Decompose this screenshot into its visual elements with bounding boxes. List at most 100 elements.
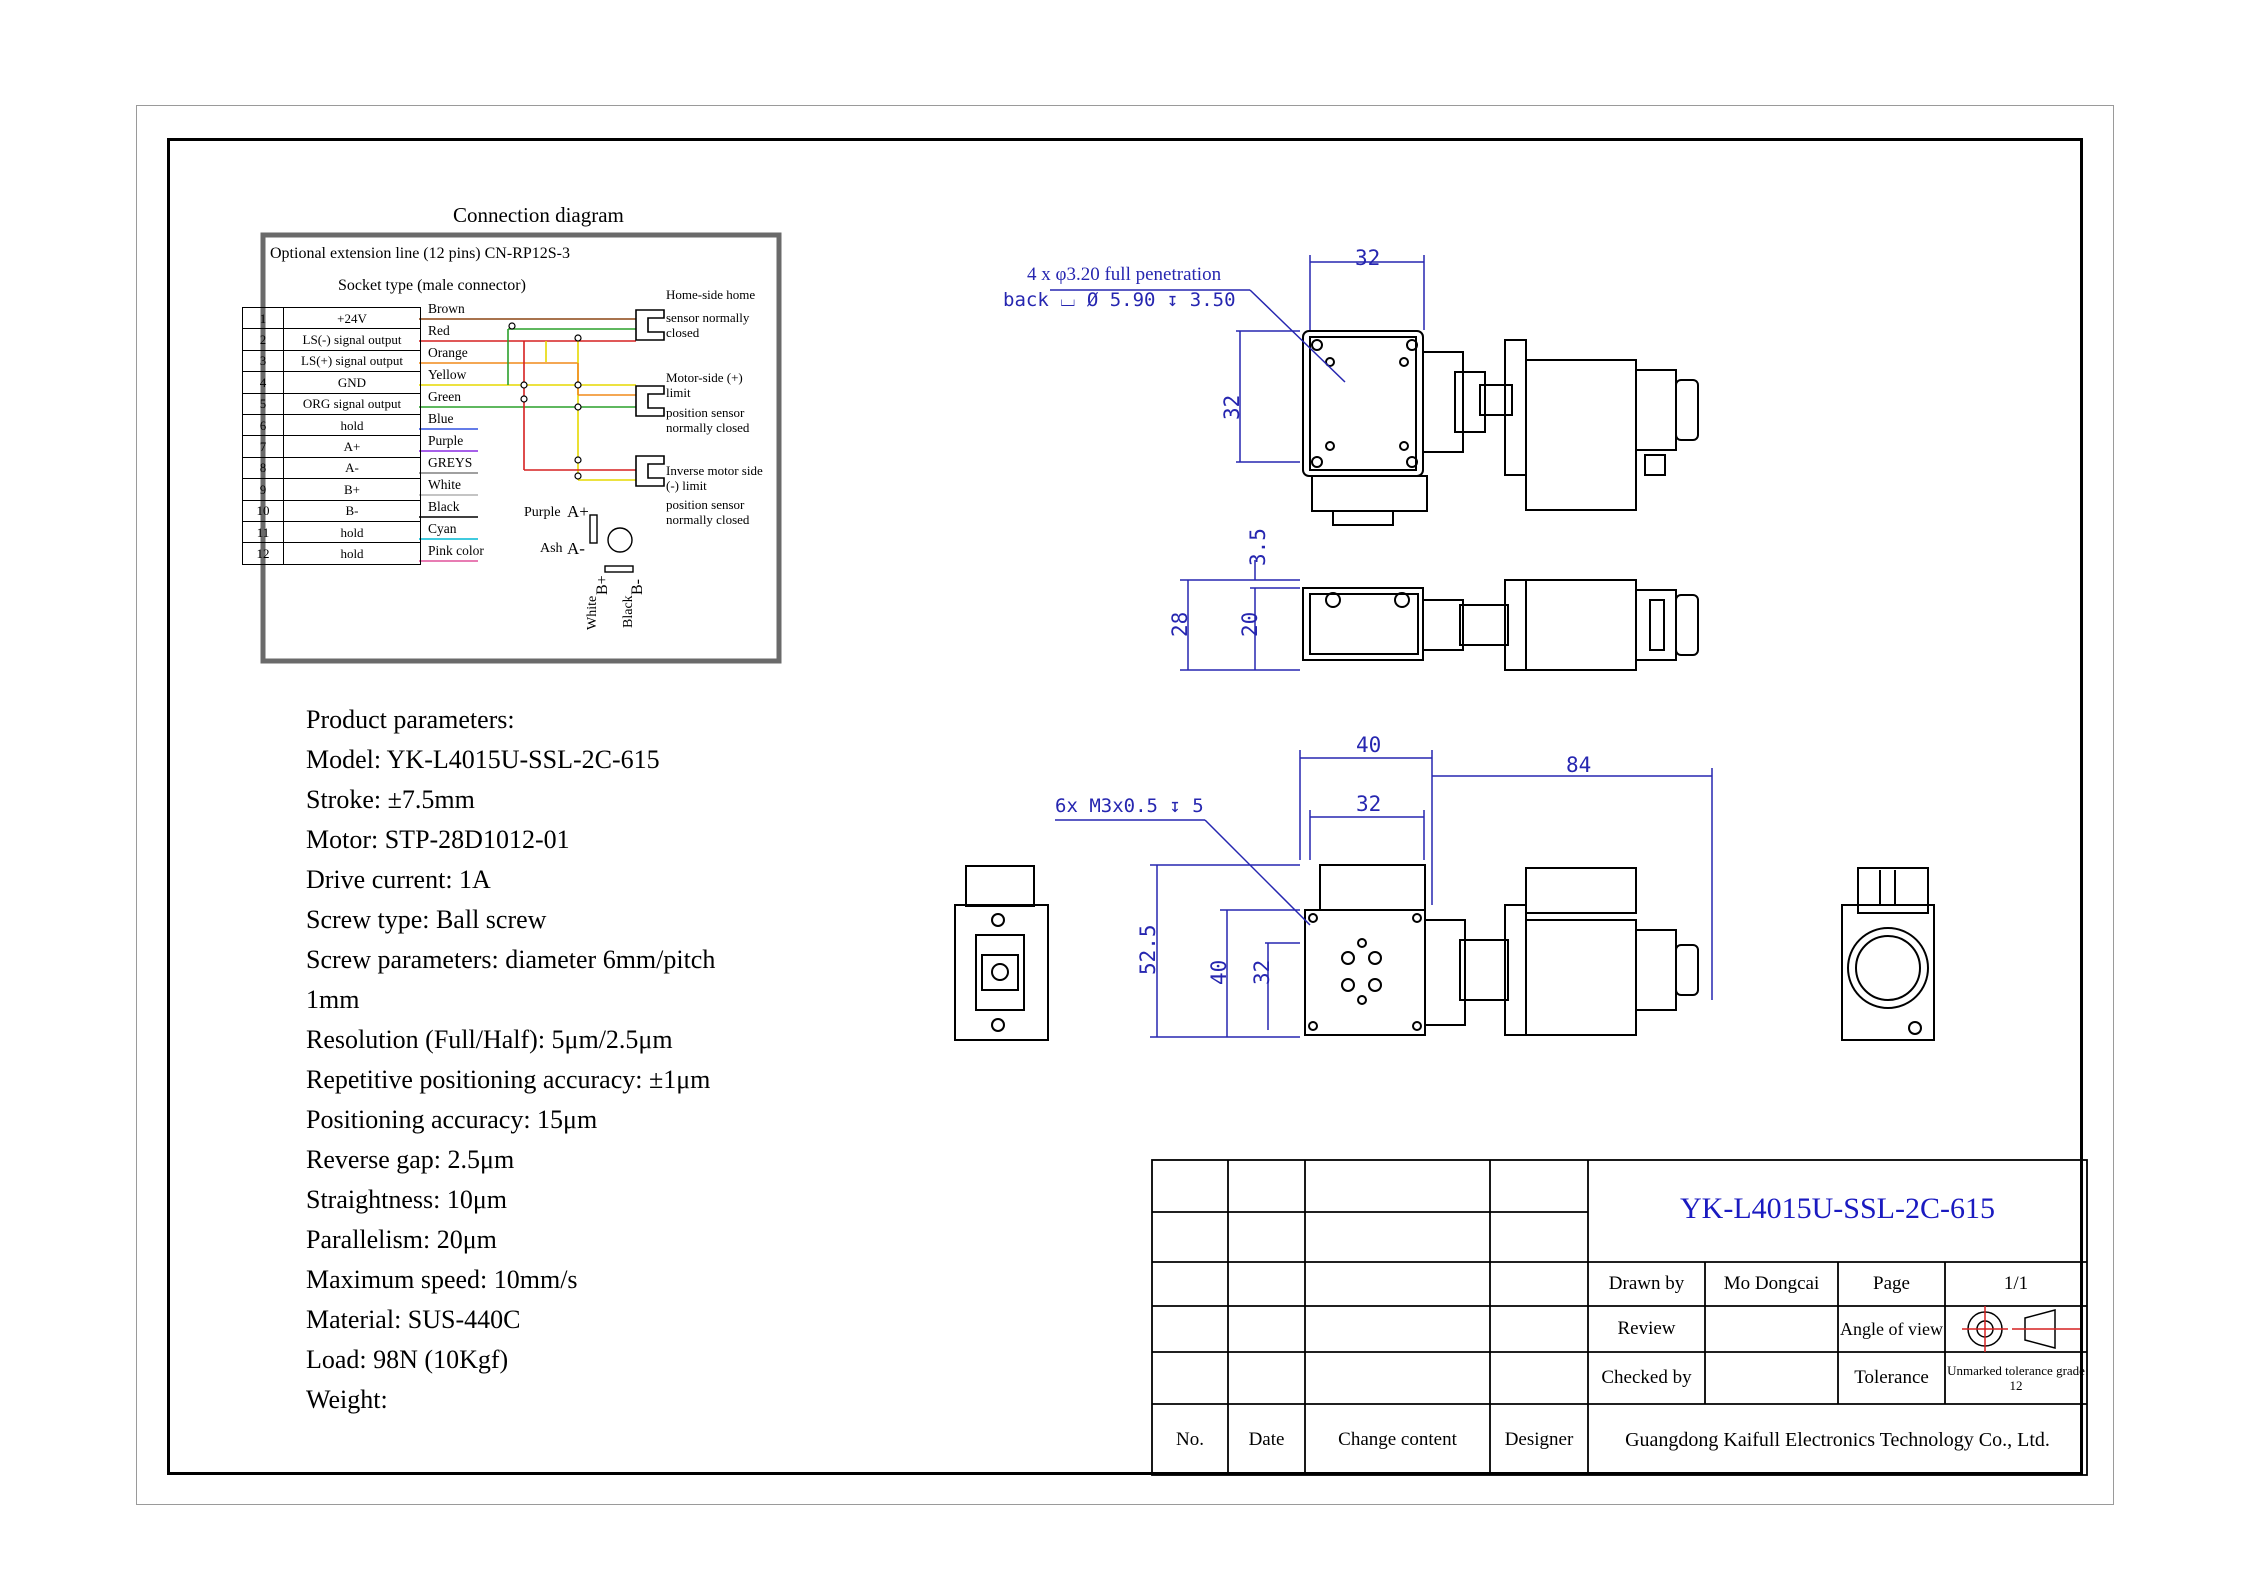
- pin-number: 12: [242, 542, 284, 565]
- pin-function: hold: [283, 413, 421, 437]
- purple-label: Purple: [524, 505, 561, 520]
- black-label: Black: [621, 595, 636, 628]
- pin-number: 8: [242, 456, 284, 480]
- wire-label: Blue: [428, 411, 454, 426]
- parameter-line: Repetitive positioning accuracy: ±1μm: [306, 1065, 711, 1094]
- top-view-dimensions: [1050, 255, 1425, 463]
- wire-label: Black: [428, 499, 460, 514]
- dim-side-20: 20: [1238, 611, 1262, 637]
- checked-by-label: Checked by: [1601, 1367, 1692, 1388]
- angle-of-view-label: Angle of view: [1840, 1319, 1943, 1339]
- inverse-sensor-label: Inverse motor side (-) limit position se…: [666, 463, 763, 527]
- sensor-line: limit: [666, 385, 691, 400]
- sensor-line: closed: [666, 325, 700, 340]
- parameter-line: Load: 98N (10Kgf): [306, 1345, 509, 1374]
- side-view: [1302, 579, 1699, 671]
- connection-diagram-title: Connection diagram: [453, 203, 624, 227]
- sensor-line: Inverse motor side: [666, 463, 763, 478]
- motor-connector-symbol: [589, 514, 634, 573]
- sensor-line: sensor normally: [666, 310, 750, 325]
- left-end-view: [954, 865, 1049, 1041]
- pin-number: 9: [242, 478, 284, 501]
- change-content-label: Change content: [1338, 1428, 1457, 1450]
- sensor-line: normally closed: [666, 420, 750, 435]
- thread-note: 6x M3x0.5 ↧ 5: [1055, 795, 1204, 817]
- dim-front-32: 32: [1356, 792, 1382, 816]
- wire-label: Cyan: [428, 521, 457, 536]
- parameter-line: Screw type: Ball screw: [306, 905, 547, 934]
- parameter-line: Stroke: ±7.5mm: [306, 785, 475, 814]
- pin-function: hold: [283, 520, 421, 544]
- parameter-line: Screw parameters: diameter 6mm/pitch: [306, 945, 716, 974]
- pin-number: 6: [242, 413, 284, 437]
- sensor-line: (-) limit: [666, 478, 707, 493]
- model-title: YK-L4015U-SSL-2C-615: [1680, 1192, 1995, 1225]
- a-plus-label: A+: [567, 502, 589, 521]
- company-name: Guangdong Kaifull Electronics Technology…: [1625, 1428, 2050, 1451]
- parameter-line: Positioning accuracy: 15μm: [306, 1105, 598, 1134]
- wire-label: Orange: [428, 345, 468, 360]
- front-view: [1304, 864, 1699, 1036]
- top-view: [1302, 330, 1699, 526]
- ash-label: Ash: [540, 541, 563, 556]
- socket-type-label: Socket type (male connector): [338, 277, 526, 294]
- parameter-line: 1mm: [306, 985, 360, 1014]
- hole-note: 4 x φ3.20 full penetration: [1027, 264, 1222, 285]
- home-sensor-label: Home-side home sensor normally closed: [666, 287, 755, 340]
- parameter-line: Motor: STP-28D1012-01: [306, 825, 570, 854]
- projection-symbol: [1962, 1306, 2080, 1352]
- wire-label: White: [428, 477, 461, 492]
- dim-front-32-v: 32: [1250, 959, 1274, 985]
- pin-function: B+: [283, 478, 421, 501]
- wire-label: Green: [428, 389, 461, 404]
- drawn-by-value: Mo Dongcai: [1723, 1273, 1820, 1294]
- side-view-dimensions: [1180, 560, 1300, 671]
- pin-function: ORG signal output: [283, 392, 421, 415]
- wire-label: Yellow: [428, 367, 467, 382]
- parameter-line: Parallelism: 20μm: [306, 1225, 497, 1254]
- parameter-line: Reverse gap: 2.5μm: [306, 1145, 515, 1174]
- counterbore-note: back ⌴ Ø 5.90 ↧ 3.50: [1003, 289, 1236, 311]
- sensor-line: position sensor: [666, 405, 745, 420]
- front-view-dimensions: [1055, 750, 1713, 1038]
- wire-label: Red: [428, 323, 450, 338]
- sensor-symbols: [635, 309, 665, 487]
- wire-label: Purple: [428, 433, 464, 448]
- pin-number: 2: [242, 328, 284, 351]
- designer-label: Designer: [1504, 1428, 1574, 1450]
- parameter-line: Weight:: [306, 1385, 388, 1414]
- pin-function: B-: [283, 499, 421, 522]
- page-label: Page: [1873, 1273, 1910, 1294]
- no-column-label: No.: [1176, 1428, 1204, 1450]
- parameters-heading: Product parameters:: [306, 705, 515, 734]
- pin-function: LS(-) signal output: [283, 328, 421, 351]
- pin-number: 4: [242, 371, 284, 394]
- drawn-by-label: Drawn by: [1608, 1273, 1685, 1294]
- pin-function: +24V: [283, 306, 421, 330]
- pin-number: 5: [242, 392, 284, 415]
- tolerance-value: Unmarked tolerance grade 12: [1947, 1363, 2085, 1393]
- dim-front-52-5: 52.5: [1136, 924, 1160, 975]
- sensor-line: normally closed: [666, 512, 750, 527]
- dim-front-40-v: 40: [1207, 959, 1231, 985]
- pin-row: 1+24V: [242, 306, 421, 330]
- dim-side-28: 28: [1168, 611, 1192, 637]
- pin-function: GND: [283, 371, 421, 394]
- page-value: 1/1: [2003, 1273, 2029, 1294]
- review-label: Review: [1617, 1318, 1676, 1339]
- pin-function: hold: [283, 542, 421, 565]
- wire-junctions: [508, 322, 582, 480]
- sensor-line: Motor-side (+): [666, 370, 743, 385]
- pin-function: A-: [283, 456, 421, 480]
- pin-number: 7: [242, 435, 284, 458]
